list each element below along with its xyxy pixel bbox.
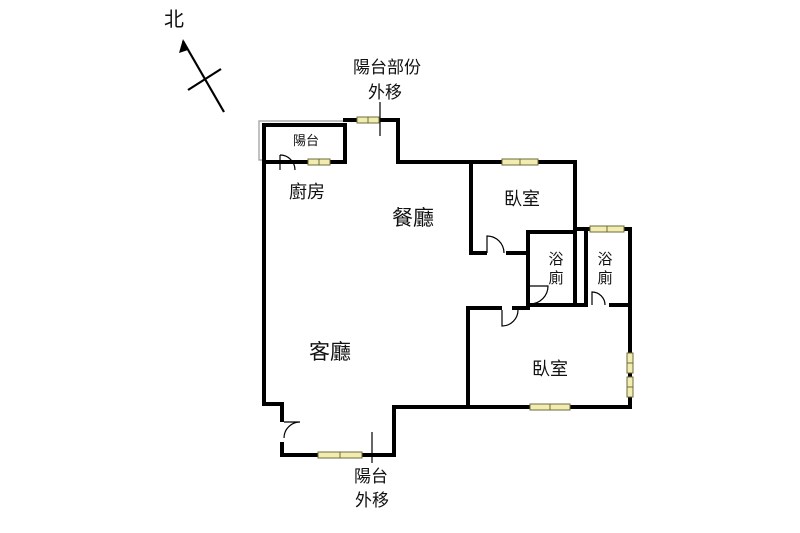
room-label-kitchen: 廚房	[289, 181, 325, 203]
walls	[262, 118, 632, 457]
room-label-dining: 餐廳	[392, 206, 434, 230]
top-balcony-note-line1: 陽台部份	[353, 58, 421, 78]
north-arrow-icon	[179, 39, 225, 113]
room-label-bedroom-bottom: 臥室	[532, 359, 568, 380]
room-label-living: 客廳	[309, 340, 351, 364]
bottom-balcony-note-line2: 外移	[355, 491, 389, 511]
doors	[279, 154, 606, 439]
room-label-bath-right-1: 浴	[597, 250, 612, 268]
room-label-bath-right-2: 廁	[597, 269, 612, 287]
room-label-bath-left-1: 浴	[548, 250, 563, 268]
top-balcony-note-line2: 外移	[368, 83, 402, 103]
compass-label: 北	[164, 7, 184, 31]
room-label-balcony: 陽台	[293, 134, 319, 149]
former-balcony-outline	[258, 120, 345, 161]
room-label-bath-left-2: 廁	[548, 269, 563, 287]
bottom-balcony-note-line1: 陽台	[354, 467, 388, 487]
windows	[307, 116, 634, 459]
room-label-bedroom-top: 臥室	[504, 189, 540, 210]
